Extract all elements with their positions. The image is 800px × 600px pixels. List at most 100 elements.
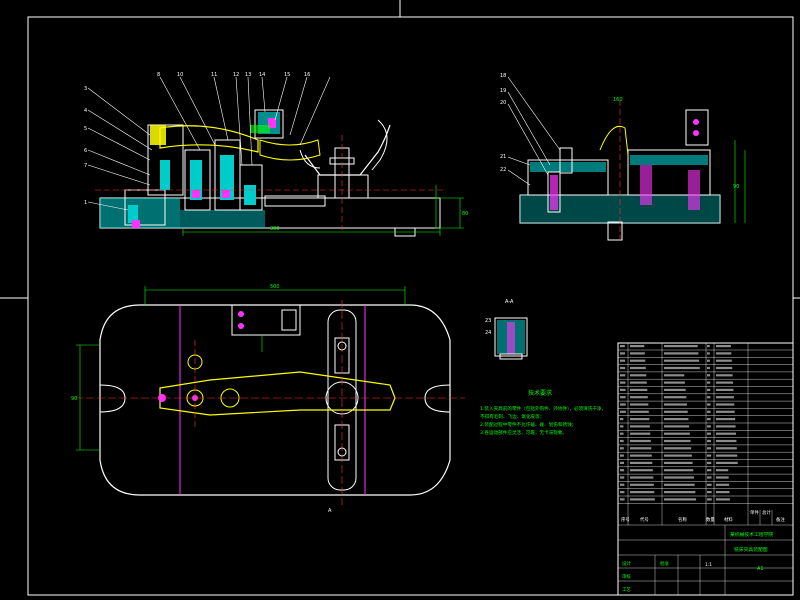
- parts-list-entry-mark: [707, 454, 712, 457]
- parts-list-entry-mark: [664, 476, 694, 479]
- notes-line: 2.装配过程中零件不允许磕、碰、划伤和锈蚀；: [480, 421, 576, 428]
- parts-list-entry-mark: [630, 381, 647, 384]
- parts-list-entry-mark: [707, 498, 712, 501]
- parts-list-entry-mark: [707, 403, 711, 406]
- parts-list-entry-mark: [620, 454, 624, 457]
- parts-list-entry-mark: [716, 476, 729, 479]
- parts-list-entry-mark: [716, 410, 735, 413]
- parts-list-entry-mark: [620, 396, 626, 399]
- parts-list-entry-mark: [630, 425, 650, 428]
- detail-title: A-A: [505, 299, 514, 305]
- section-detail: A-A 23 24: [485, 299, 528, 360]
- parts-list-entry-mark: [664, 498, 697, 501]
- parts-list-entry-mark: [664, 374, 685, 377]
- parts-list-entry-mark: [707, 366, 711, 370]
- parts-list-entry-mark: [630, 359, 646, 362]
- front-callout: 13: [245, 72, 251, 78]
- side-callout: 21: [500, 154, 506, 160]
- front-dim-300: 300: [270, 226, 280, 232]
- parts-list-entry-mark: [664, 396, 687, 399]
- parts-list-entry-mark: [707, 461, 712, 464]
- parts-list-entry-mark: [620, 388, 626, 391]
- header-label: 总计: [762, 509, 771, 516]
- parts-list-entry-mark: [716, 366, 733, 370]
- parts-list-entry-mark: [716, 352, 732, 355]
- parts-list-entry-mark: [664, 403, 688, 406]
- technical-notes: 技术要求 1.装入夹具前的零件（包括外购件、外协件），必须清洗干净， 不得有毛刺…: [480, 389, 606, 436]
- parts-list-entry-mark: [716, 425, 736, 428]
- parts-list-entry-mark: [630, 476, 654, 479]
- front-callout: 4: [84, 108, 87, 114]
- detail-callout: 24: [485, 330, 491, 336]
- parts-list-entry-mark: [707, 345, 710, 348]
- front-callout: 11: [211, 72, 217, 78]
- header-label: 材料: [724, 516, 733, 523]
- parts-list-entry-mark: [630, 418, 650, 421]
- parts-list-entry-mark: [664, 439, 691, 443]
- parts-list-entry-mark: [620, 418, 624, 421]
- side-dim-160: 160: [613, 97, 623, 103]
- parts-list-entry-mark: [664, 491, 696, 494]
- parts-list-entry-mark: [716, 447, 737, 450]
- front-callout: 6: [84, 148, 87, 154]
- parts-list-entry-mark: [620, 425, 624, 428]
- parts-list-entry-mark: [620, 359, 626, 362]
- notes-line: 1.装入夹具前的零件（包括外购件、外协件），必须清洗干净，: [480, 405, 606, 412]
- parts-list-entry-mark: [707, 476, 712, 479]
- parts-list-entry-mark: [630, 447, 652, 450]
- title-block: 序号 代号 名称 数量 材料 单件 总计 备注 某机械技术工程学院 铣床夹具装配…: [617, 342, 794, 596]
- parts-list-entry-mark: [707, 410, 711, 413]
- front-callout: 10: [177, 72, 183, 78]
- parts-list-entry-mark: [620, 483, 625, 486]
- parts-list-entry-mark: [620, 374, 626, 377]
- parts-list-entry-mark: [620, 476, 625, 479]
- parts-list-entry-mark: [630, 461, 653, 464]
- notes-line: 3.各运动部件应灵活、可靠，无卡滞现象。: [480, 429, 567, 436]
- parts-list-entry-mark: [664, 469, 694, 472]
- drawing-name: 铣床夹具装配图: [734, 546, 768, 553]
- parts-list-entry-mark: [630, 352, 645, 355]
- parts-list-entry-mark: [664, 432, 690, 435]
- parts-list-entry-mark: [620, 447, 624, 450]
- parts-list-entry-mark: [664, 366, 700, 370]
- parts-list-entry-mark: [664, 410, 688, 413]
- front-callout: 14: [259, 72, 265, 78]
- parts-list-entry-mark: [620, 432, 624, 435]
- parts-list-entry-mark: [664, 388, 686, 391]
- front-callout: 7: [84, 163, 87, 169]
- parts-list-entry-mark: [620, 498, 625, 501]
- side-callout: 18: [500, 73, 506, 79]
- parts-list-entry-mark: [664, 447, 692, 450]
- parts-list-entry-mark: [707, 469, 712, 472]
- parts-list-entry-mark: [707, 381, 711, 384]
- parts-list-entry-mark: [620, 366, 626, 370]
- parts-list-entry-mark: [716, 483, 730, 486]
- parts-list-entry-mark: [716, 403, 735, 406]
- front-view: 300 80 8 10 11 12 13 14 15 16 3 4 5 6 7 …: [84, 72, 468, 237]
- parts-list-entry-mark: [630, 432, 651, 435]
- school-name: 某机械技术工程学院: [730, 531, 773, 538]
- parts-list-entry-mark: [707, 388, 711, 391]
- notes-title: 技术要求: [528, 389, 552, 397]
- parts-list-entry-mark: [664, 381, 685, 384]
- parts-list-entry-mark: [630, 396, 648, 399]
- plan-dim-500: 500: [270, 284, 280, 290]
- parts-list-entry-mark: [716, 469, 729, 472]
- header-label: 名称: [678, 516, 687, 523]
- parts-list-entry-mark: [620, 345, 625, 348]
- parts-list-entry-mark: [716, 491, 730, 494]
- parts-list-entry-mark: [664, 454, 692, 457]
- plan-section-mark: A: [328, 508, 332, 514]
- parts-list-entry-mark: [707, 439, 712, 443]
- front-callout: 5: [84, 126, 87, 132]
- parts-list-entry-mark: [620, 461, 624, 464]
- parts-list-entry-mark: [620, 439, 624, 443]
- drawing-sheet-size: A1: [757, 566, 764, 572]
- parts-list-entry-mark: [707, 483, 712, 486]
- parts-list-entry-mark: [707, 418, 711, 421]
- parts-list-entry-mark: [716, 432, 737, 435]
- parts-list-entry-mark: [716, 498, 730, 501]
- parts-list-entry-mark: [716, 345, 731, 348]
